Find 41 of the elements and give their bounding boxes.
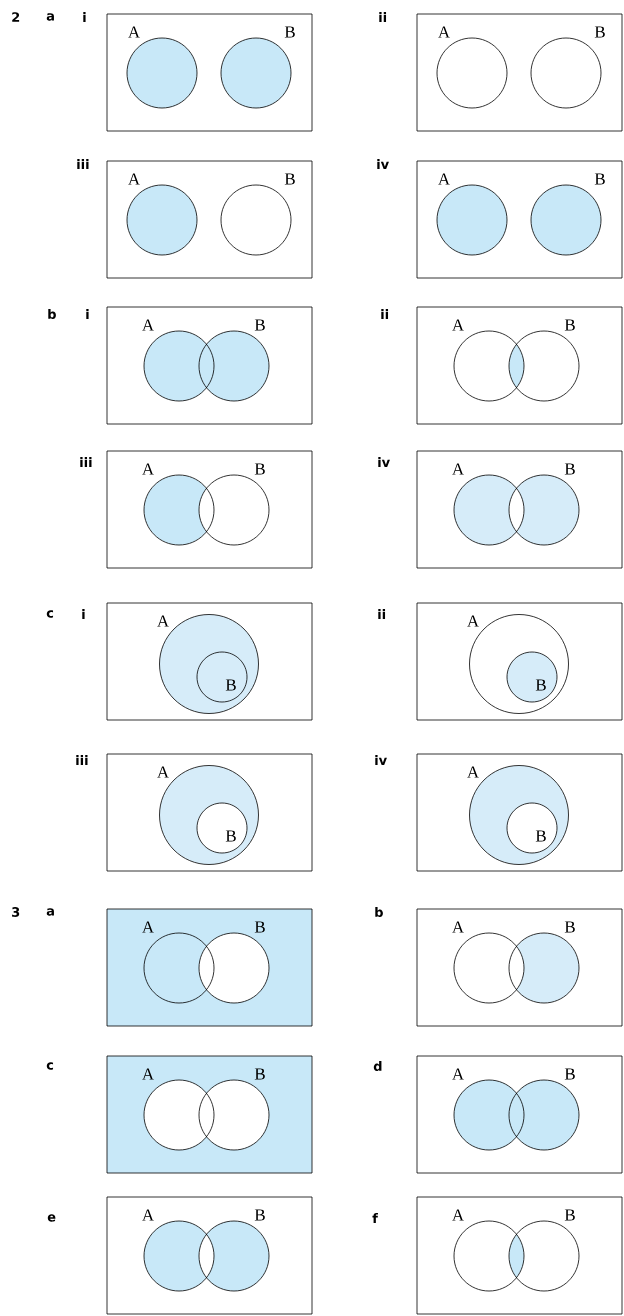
question-label: f: [372, 1213, 378, 1223]
venn-diagram: A B: [416, 160, 623, 279]
question-label: i: [86, 309, 89, 319]
venn-diagram: A B: [106, 753, 313, 872]
question-label: iv: [375, 755, 387, 765]
question-label: i: [83, 12, 86, 22]
question-label: a: [46, 908, 54, 916]
venn-diagram: A B: [416, 450, 623, 569]
question-label: a: [46, 13, 54, 21]
question-label: d: [373, 1061, 382, 1072]
question-label: i: [82, 609, 85, 619]
venn-diagram: A B: [416, 1196, 623, 1315]
venn-diagram: A B: [106, 160, 313, 279]
venn-diagram: A B: [416, 1055, 623, 1174]
venn-diagram: A B: [106, 1055, 313, 1174]
venn-diagram: A B: [416, 908, 623, 1027]
question-label: 2: [12, 12, 20, 22]
venn-diagram: A B: [416, 306, 623, 425]
venn-diagram: A B: [106, 13, 313, 132]
venn-diagram: A B: [106, 908, 313, 1027]
question-label: iv: [377, 159, 389, 169]
venn-diagram: A B: [416, 753, 623, 872]
question-label: iii: [80, 457, 92, 467]
venn-diagram: A B: [416, 13, 623, 132]
venn-diagram: A B: [106, 602, 313, 721]
question-label: 3: [12, 907, 20, 917]
question-label: iii: [76, 755, 88, 765]
question-label: ii: [378, 609, 386, 619]
question-label: b: [48, 308, 56, 320]
question-label: ii: [379, 12, 387, 22]
venn-diagram: A B: [416, 602, 623, 721]
question-label: b: [375, 907, 383, 918]
question-label: c: [46, 610, 54, 618]
venn-diagram: A B: [106, 306, 313, 425]
question-label: e: [47, 1214, 56, 1222]
question-label: ii: [381, 309, 389, 319]
venn-diagram: A B: [106, 1196, 313, 1315]
question-label: iii: [77, 159, 89, 169]
question-label: iv: [378, 457, 390, 467]
question-label: c: [46, 1062, 54, 1070]
venn-diagram: A B: [106, 450, 313, 569]
